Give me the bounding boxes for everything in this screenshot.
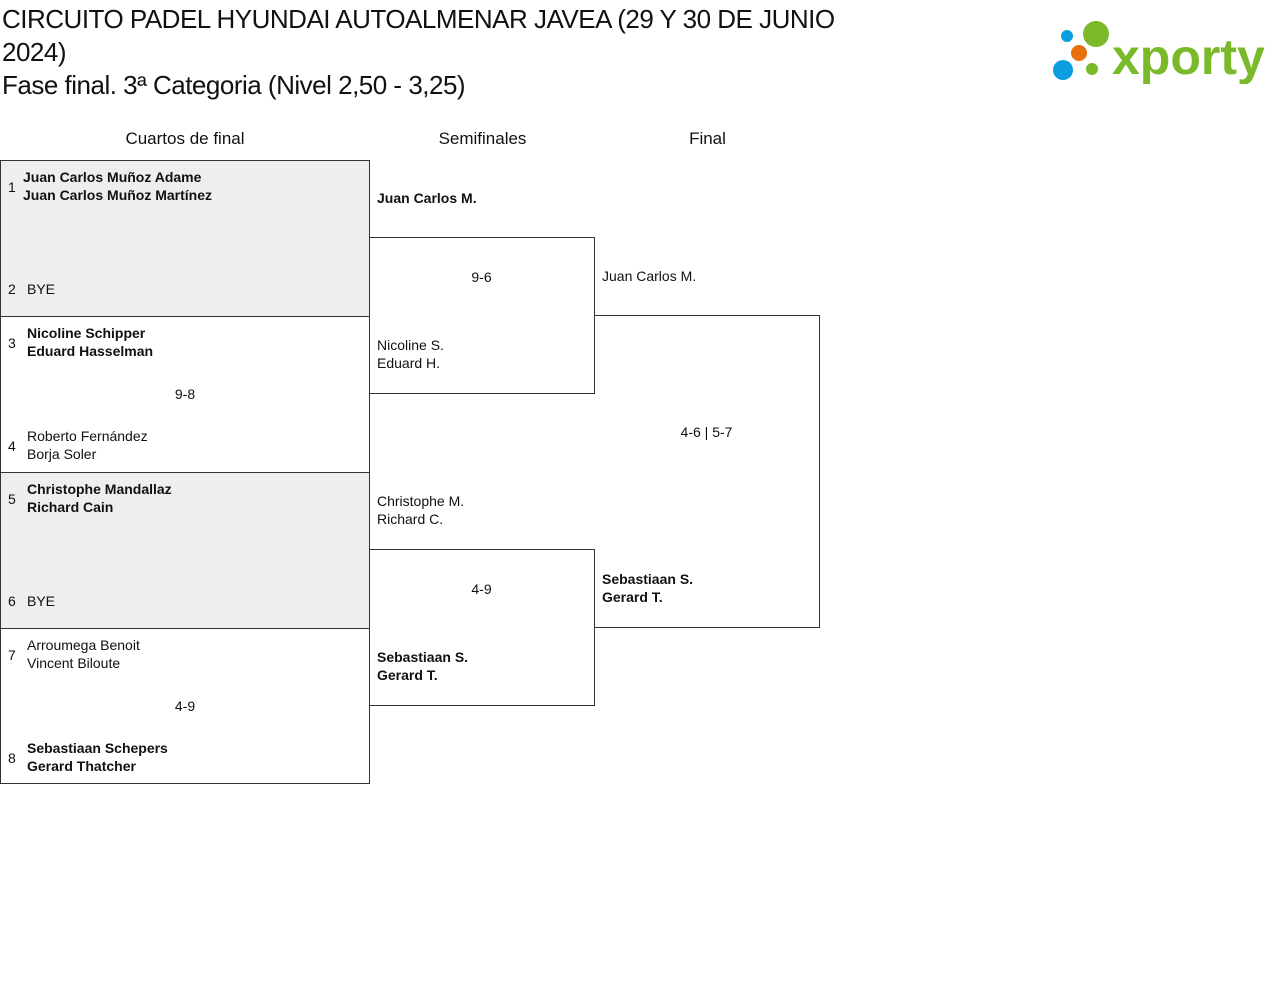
sf2-top-team: Christophe M. Richard C.: [377, 492, 464, 528]
player: Juan Carlos Muñoz Martínez: [23, 187, 213, 203]
round-header-quarterfinals: Cuartos de final: [125, 129, 245, 148]
round-header-final: Final: [689, 129, 726, 148]
round-header-semifinals: Semifinales: [438, 129, 527, 148]
player: Roberto Fernández: [27, 428, 148, 444]
player: Sebastiaan S.: [377, 649, 469, 665]
tournament-title: CIRCUITO PADEL HYUNDAI AUTOALMENAR JAVEA…: [2, 4, 835, 67]
player: Richard C.: [377, 511, 444, 527]
match-score: 4-6 | 5-7: [680, 424, 733, 440]
match-score: 9-8: [174, 386, 196, 402]
seed: 1: [8, 179, 16, 195]
player: Gerard Thatcher: [27, 758, 136, 774]
player: Juan Carlos Muñoz Adame: [23, 169, 202, 185]
player: Vincent Biloute: [27, 655, 121, 671]
match-sf-1[interactable]: 9-6 Nicoline S. Eduard H.: [369, 237, 595, 394]
sf1-top-team: Juan Carlos M.: [377, 189, 477, 207]
seed: 8: [8, 750, 16, 766]
match-score: 9-6: [471, 269, 492, 285]
player: Arroumega Benoit: [27, 637, 140, 653]
player: Gerard T.: [602, 589, 663, 605]
xporty-logo: xporty: [1052, 20, 1277, 85]
page-title: CIRCUITO PADEL HYUNDAI AUTOALMENAR JAVEA…: [2, 3, 842, 102]
player: BYE: [27, 593, 56, 609]
player: Christophe M.: [377, 493, 465, 509]
player: Sebastiaan Schepers: [27, 740, 168, 756]
match-sf-2[interactable]: 4-9 Sebastiaan S. Gerard T.: [369, 549, 595, 706]
seed: 5: [8, 491, 16, 507]
phase-title: Fase final. 3ª Categoria (Nivel 2,50 - 3…: [2, 70, 466, 100]
player: Sebastiaan S.: [602, 571, 694, 587]
seed: 4: [8, 438, 16, 454]
match-score: 4-9: [174, 698, 196, 714]
svg-text:xporty: xporty: [1112, 29, 1265, 84]
seed: 6: [8, 593, 16, 609]
player: Nicoline S.: [377, 337, 444, 353]
player: Juan Carlos M.: [377, 190, 477, 206]
player: Nicoline Schipper: [27, 325, 146, 341]
player: Christophe Mandallaz: [27, 481, 172, 497]
seed: 3: [8, 335, 16, 351]
final-top-team: Juan Carlos M.: [602, 267, 696, 285]
player: BYE: [27, 281, 56, 297]
player: Gerard T.: [377, 667, 438, 683]
match-score: 4-9: [471, 581, 492, 597]
player: Richard Cain: [27, 499, 114, 515]
seed: 7: [8, 647, 16, 663]
player: Juan Carlos M.: [602, 268, 697, 284]
player: Eduard H.: [377, 355, 441, 371]
player: Eduard Hasselman: [27, 343, 154, 359]
seed: 2: [8, 281, 16, 297]
match-final[interactable]: 4-6 | 5-7 Sebastiaan S. Gerard T.: [594, 315, 820, 628]
player: Borja Soler: [27, 446, 97, 462]
